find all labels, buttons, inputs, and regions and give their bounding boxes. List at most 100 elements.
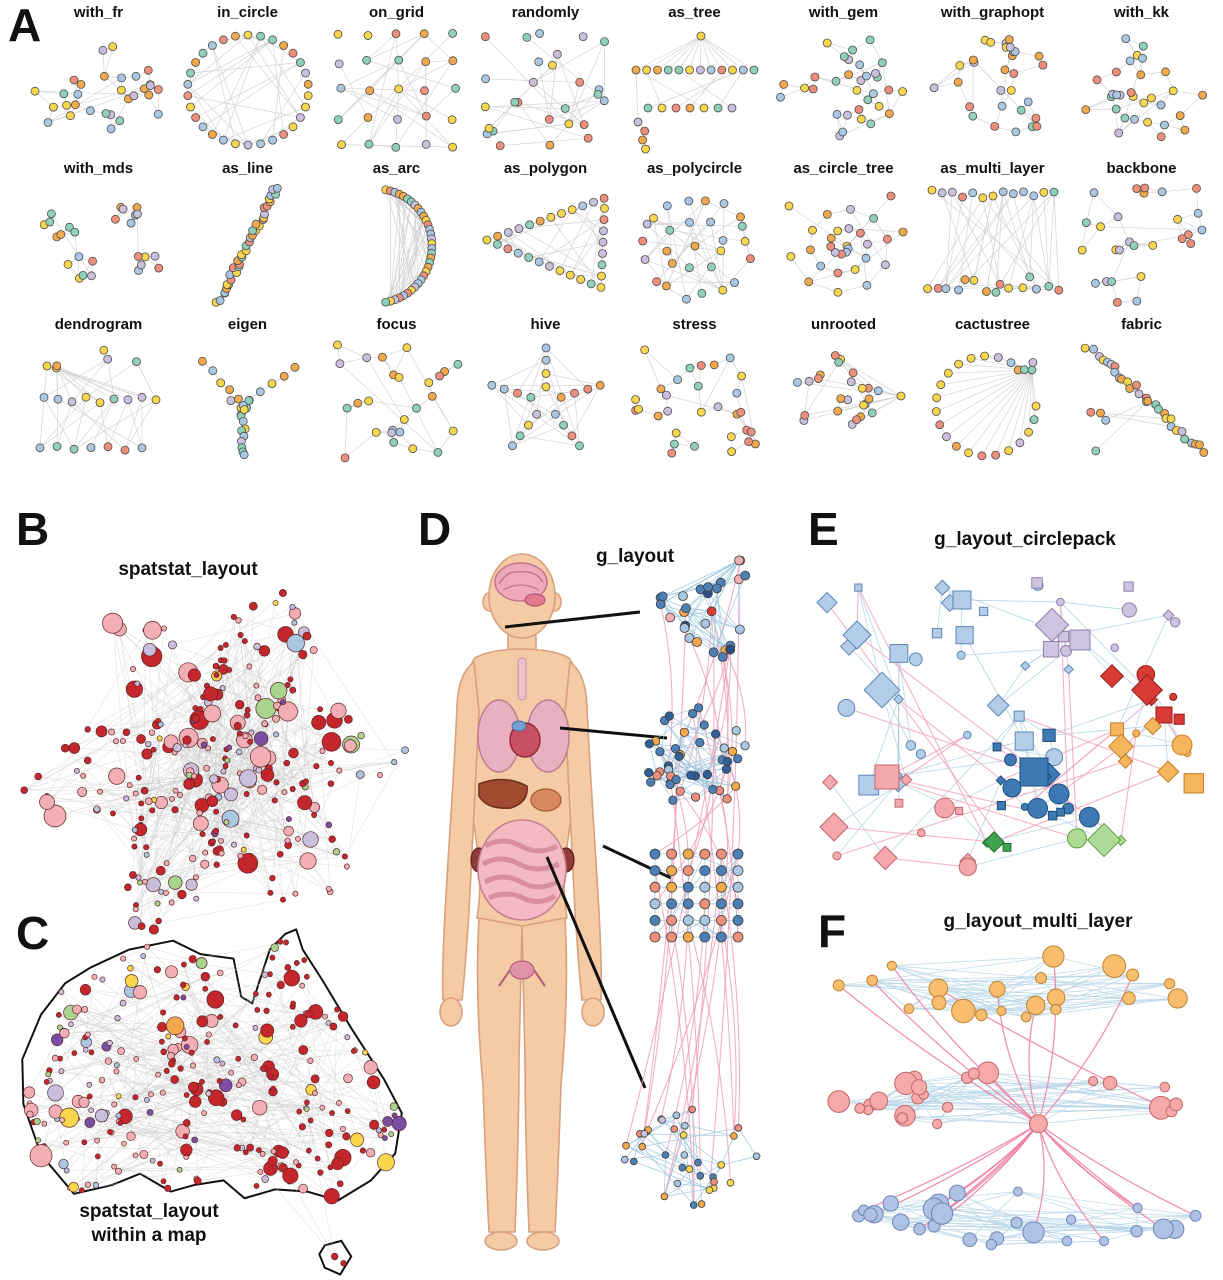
panel-label-e: E: [808, 503, 839, 555]
layout-name-label: focus: [376, 316, 417, 333]
human-body-illustration: [439, 553, 605, 1251]
layout-cell-dendrogram: dendrogram: [24, 316, 173, 470]
edges-layer: [933, 39, 1043, 133]
layer-nodes-pink: [827, 1061, 1184, 1134]
panel-label-d: D: [418, 503, 452, 555]
layout-graph-with_gem: [775, 35, 907, 141]
pink-edges-layer: [826, 587, 1188, 868]
nodes-layer: [620, 1105, 761, 1209]
panel-c-title-line2: within a map: [91, 1224, 207, 1246]
layout-cell-as_arc: as_arc: [322, 160, 471, 314]
nodes-layer: [1077, 183, 1206, 307]
layout-graph-backbone: [1077, 183, 1206, 307]
layout-graph-in_circle: [182, 30, 313, 150]
layout-name-label: as_tree: [668, 4, 721, 21]
panel-label-b: B: [16, 503, 50, 555]
layout-name-label: with_gem: [808, 4, 879, 21]
layout-graph-hive: [486, 343, 605, 451]
layout-graph-as_arc: [380, 185, 436, 307]
nodes-layer: [630, 345, 760, 458]
layout-cell-randomly: randomly: [471, 4, 620, 158]
layout-name-label: as_circle_tree: [793, 160, 894, 177]
edges-layer: [34, 46, 159, 130]
edges-layer: [24, 592, 406, 930]
layout-name-label: cactustree: [954, 316, 1031, 333]
panel-e-graph: [816, 577, 1205, 876]
nodes-layer: [197, 356, 299, 460]
layout-name-label: as_polycircle: [646, 160, 743, 177]
intra-layer-edges: [838, 1072, 1177, 1125]
panel-d-title: g_layout: [595, 546, 675, 567]
nodes-layer: [816, 577, 1205, 876]
layout-graph-eigen: [197, 356, 299, 460]
edges-layer: [384, 189, 432, 303]
panel-f-graph: [827, 945, 1202, 1251]
layout-graph-unrooted: [792, 351, 905, 429]
nodes-layer: [480, 29, 609, 151]
layout-graph-fabric: [1080, 343, 1208, 457]
layout-cell-with_mds: with_mds: [24, 160, 173, 314]
nodes-layer: [332, 340, 462, 463]
layout-cell-with_kk: with_kk: [1067, 4, 1216, 158]
nodes-layer: [482, 193, 609, 292]
layout-name-label: eigen: [227, 316, 268, 333]
layout-cell-stress: stress: [620, 316, 769, 470]
edges-layer: [796, 355, 901, 425]
layout-cell-on_grid: on_grid: [322, 4, 471, 158]
layout-name-label: dendrogram: [54, 316, 143, 333]
panel-b-title: spatstat_layout: [118, 559, 258, 580]
layout-graph-with_mds: [39, 202, 163, 283]
layout-name-label: as_multi_layer: [940, 160, 1045, 177]
edges-layer: [635, 35, 754, 150]
layout-graph-dendrogram: [35, 345, 160, 455]
layout-graph-cactustree: [931, 351, 1040, 461]
layout-name-label: with_fr: [73, 4, 124, 21]
layout-cell-with_gem: with_gem: [769, 4, 918, 158]
layout-graph-with_kk: [1080, 34, 1207, 142]
nodes-layer: [1080, 343, 1208, 457]
layout-graph-as_circle_tree: [784, 191, 907, 297]
layout-graph-with_graphopt: [929, 35, 1047, 137]
nodes-layer: [644, 703, 750, 805]
layout-cell-eigen: eigen: [173, 316, 322, 470]
panel-label-c: C: [16, 907, 50, 959]
nodes-layer: [39, 202, 163, 283]
blue-edges-layer: [829, 587, 1183, 868]
layout-name-label: backbone: [1106, 160, 1177, 177]
layout-name-label: fabric: [1121, 316, 1162, 333]
layout-cell-in_circle: in_circle: [173, 4, 322, 158]
nodes-layer: [380, 185, 436, 307]
nodes-layer: [931, 351, 1040, 461]
layout-cell-with_fr: with_fr: [24, 4, 173, 158]
nodes-layer: [655, 555, 751, 662]
nodes-layer: [649, 848, 744, 943]
australia-map-group: [21, 928, 407, 1276]
layout-name-label: in_circle: [217, 4, 278, 21]
edges-layer: [624, 1109, 757, 1206]
layout-cell-hive: hive: [471, 316, 620, 470]
nodes-layer: [23, 938, 407, 1267]
nodes-layer: [631, 31, 758, 154]
layout-graph-randomly: [480, 29, 609, 151]
nodes-layer: [922, 185, 1063, 297]
edges-layer: [634, 349, 756, 454]
layout-graph-stress: [630, 345, 760, 458]
layout-graph-focus: [332, 340, 462, 463]
nodes-layer: [637, 196, 755, 304]
layout-name-label: stress: [672, 316, 717, 333]
layer-nodes-blue: [852, 1184, 1202, 1251]
layout-name-label: unrooted: [811, 316, 876, 333]
layout-graph-as_tree: [631, 31, 758, 154]
layout-graph-as_line: [211, 183, 282, 307]
edges-layer: [642, 200, 751, 300]
panel-c-title-line1: spatstat_layout: [79, 1201, 219, 1222]
edges-layer: [926, 189, 1059, 293]
nodes-layer: [20, 589, 409, 935]
layout-name-label: as_line: [222, 160, 273, 177]
nodes-layer: [333, 28, 460, 152]
layout-cell-as_polycircle: as_polycircle: [620, 160, 769, 314]
edges-layer: [484, 33, 605, 147]
layout-cell-unrooted: unrooted: [769, 316, 918, 470]
